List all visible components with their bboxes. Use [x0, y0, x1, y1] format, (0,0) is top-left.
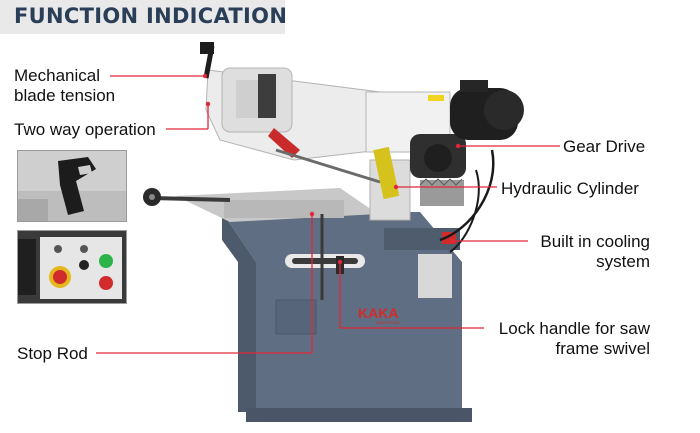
leader-lines — [96, 75, 560, 354]
control-panel-thumbnail — [17, 230, 127, 304]
callout-lock-handle: Lock handle for saw frame swivel — [499, 319, 650, 359]
callout-cooling-line1: Built in cooling — [540, 232, 650, 251]
callout-mechanical-tension-line2: blade tension — [14, 86, 116, 105]
handle-closeup-thumbnail — [17, 150, 127, 222]
brand-logo: KAKA — [358, 305, 398, 321]
brand-logo-sub: INDUSTRIAL — [376, 320, 401, 325]
callout-hydraulic-cylinder: Hydraulic Cylinder — [501, 179, 639, 198]
callout-gear-drive: Gear Drive — [563, 137, 646, 156]
callout-mechanical-tension-line1: Mechanical — [14, 66, 100, 85]
header-bar: FUNCTION INDICATION — [0, 0, 288, 34]
callout-cooling-system: Built in cooling system — [540, 232, 650, 272]
callout-cooling-line2: system — [596, 252, 650, 271]
callout-stop-rod: Stop Rod — [17, 344, 88, 363]
callout-mechanical-tension: Mechanical blade tension — [14, 66, 115, 106]
page-title: FUNCTION INDICATION — [14, 4, 288, 28]
callout-lock-handle-line2: frame swivel — [555, 339, 650, 358]
callout-lock-handle-line1: Lock handle for saw — [498, 319, 650, 338]
callout-two-way-operation: Two way operation — [14, 120, 156, 139]
